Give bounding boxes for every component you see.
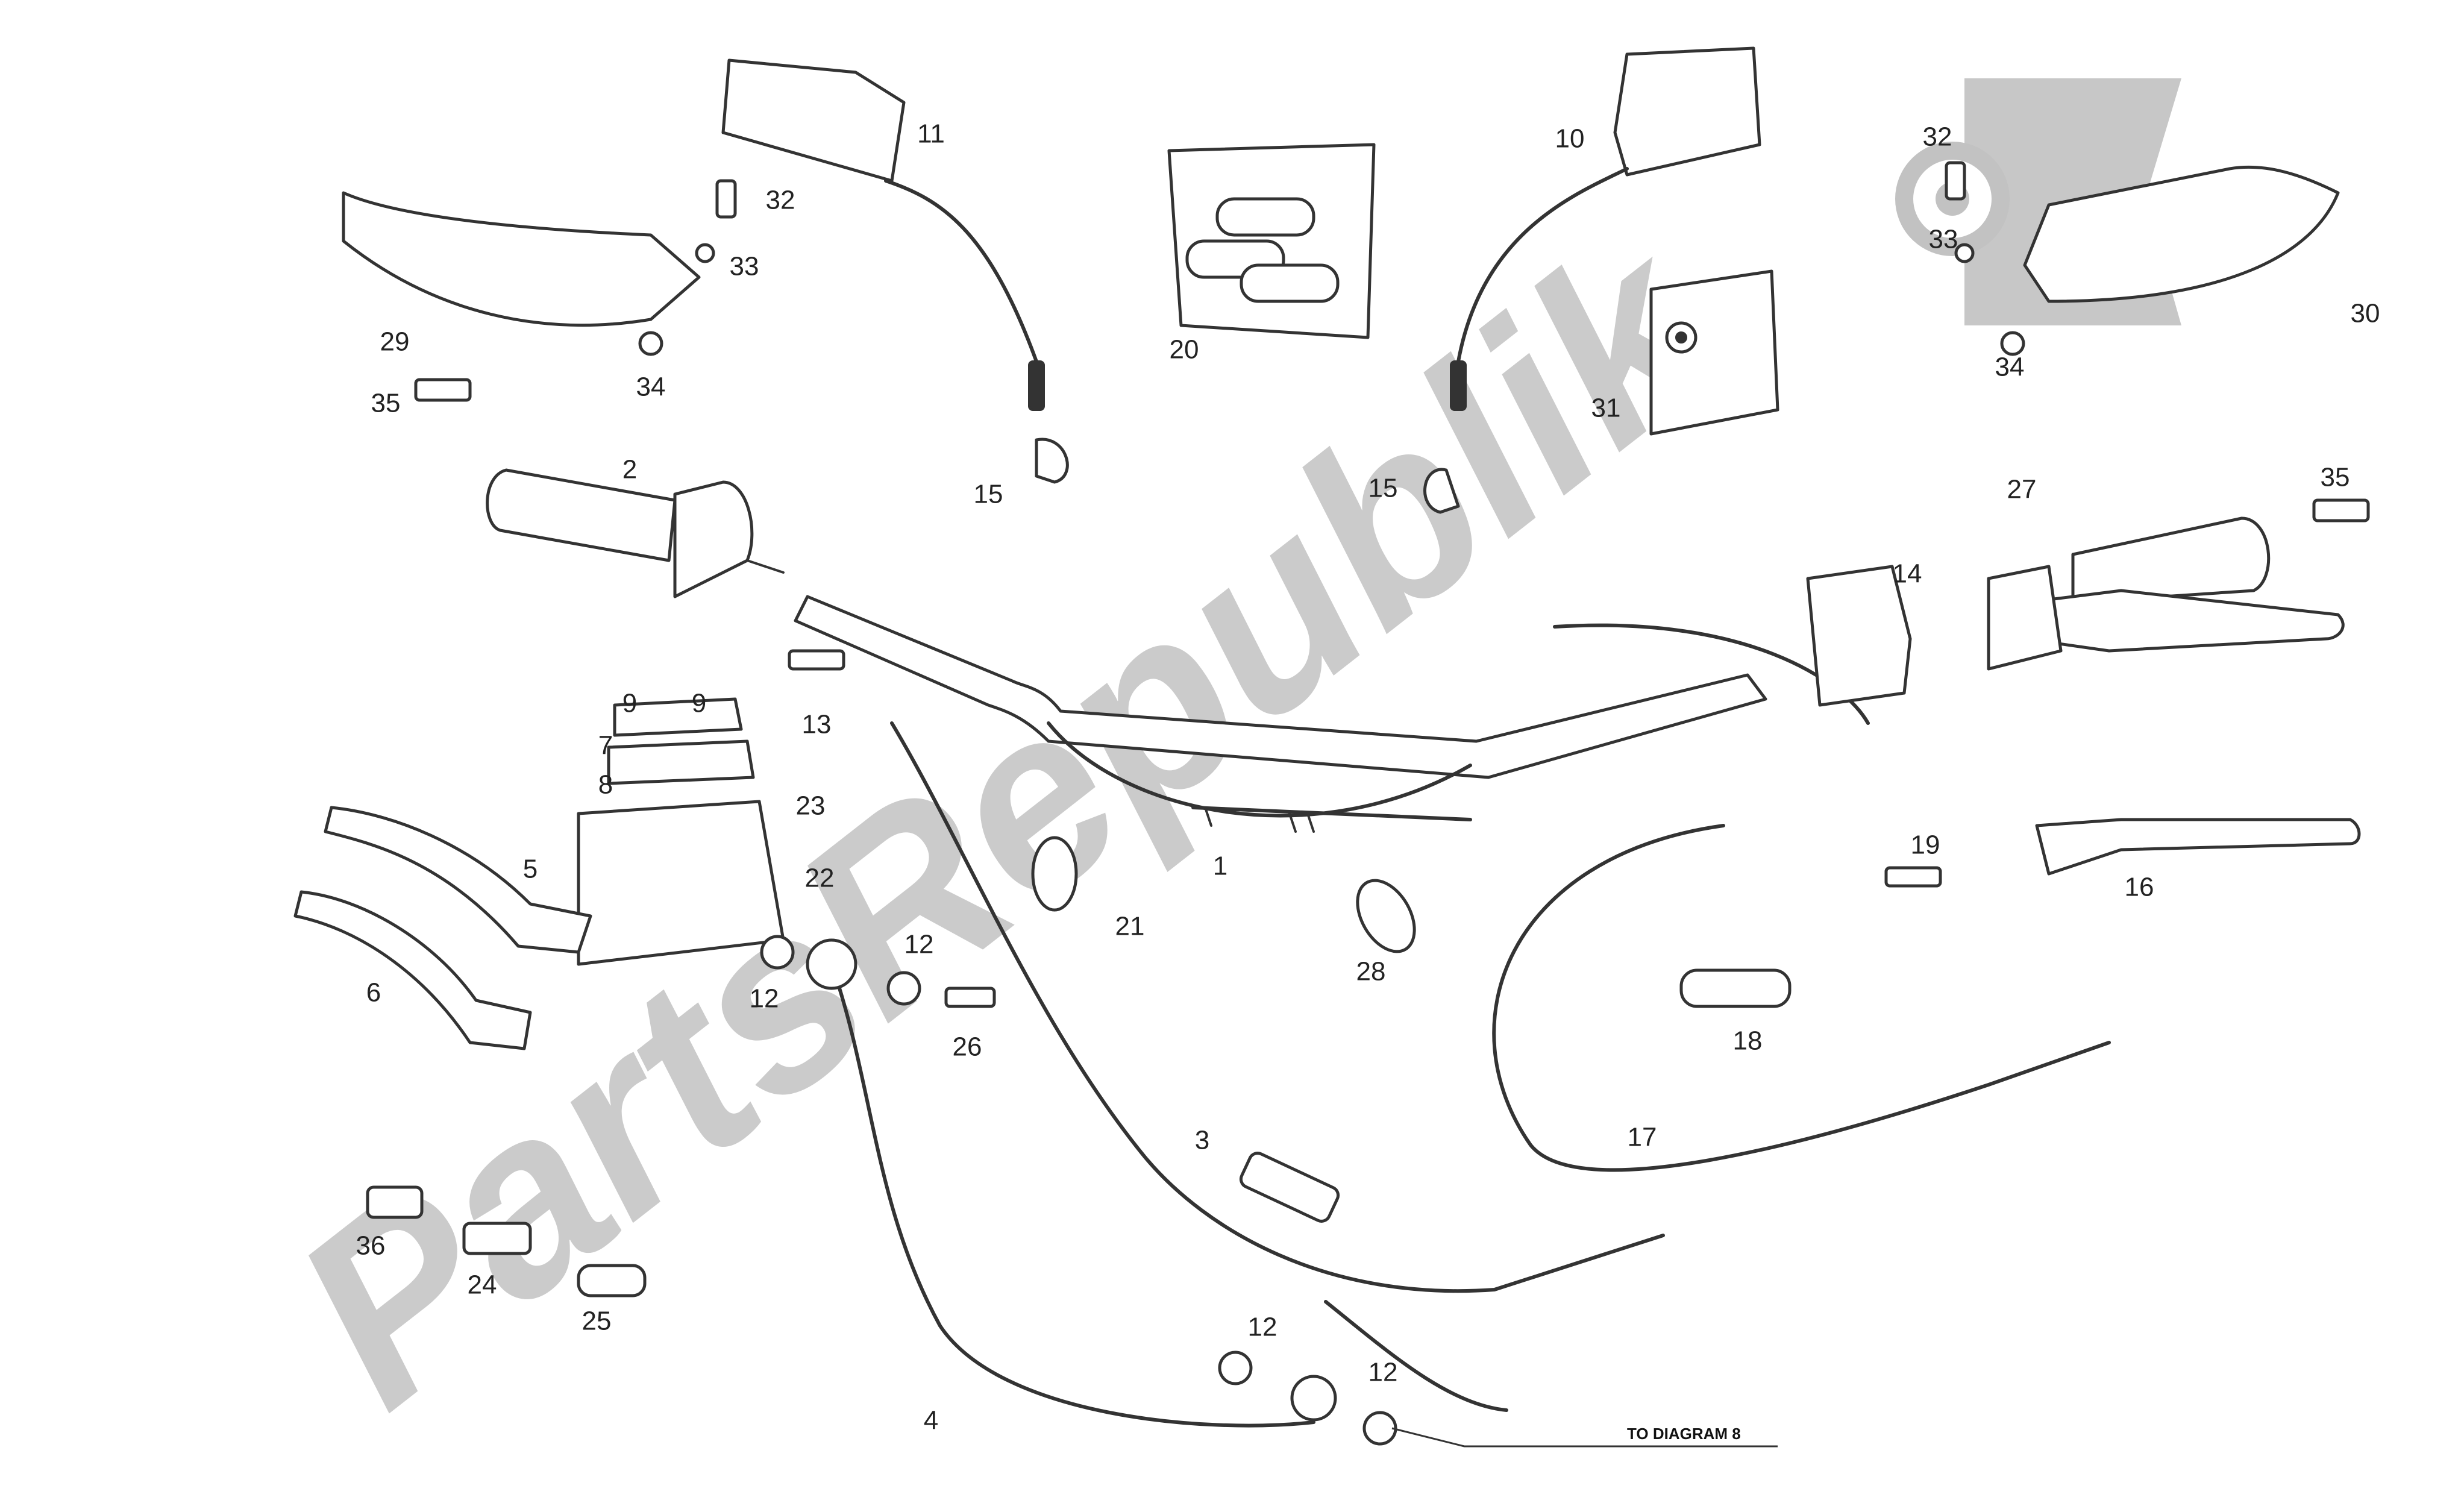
- callout-21: 21: [1115, 912, 1145, 941]
- reference-leader: [1391, 1427, 1778, 1448]
- callout-32b: 32: [1923, 122, 1952, 152]
- part-handlebar: [794, 595, 1870, 833]
- callout-13: 13: [802, 710, 832, 739]
- part-handguard-left: [2023, 165, 2340, 303]
- part-mirror-right: [721, 58, 1045, 411]
- callout-15a: 15: [974, 480, 1003, 509]
- part-throttle-grip: [486, 468, 785, 598]
- callout-1: 1: [1213, 852, 1227, 881]
- callout-34b: 34: [1995, 353, 2025, 382]
- callout-14: 14: [1893, 559, 1922, 589]
- callout-5: 5: [523, 855, 538, 884]
- callout-32a: 32: [766, 186, 795, 215]
- callout-9a: 9: [622, 689, 637, 718]
- callout-28: 28: [1356, 957, 1386, 987]
- callout-12d: 12: [1368, 1358, 1398, 1387]
- part-front-brake-master-cylinder: [324, 697, 785, 966]
- callout-18: 18: [1733, 1026, 1763, 1056]
- callout-31: 31: [1591, 394, 1621, 423]
- callout-36: 36: [356, 1231, 386, 1261]
- callout-19: 19: [1911, 830, 1940, 860]
- part-fasteners: [366, 161, 2370, 1446]
- callout-35b: 35: [2321, 463, 2350, 492]
- callout-12a: 12: [750, 984, 779, 1014]
- callout-23: 23: [796, 791, 826, 821]
- callout-8: 8: [598, 770, 613, 800]
- callout-20: 20: [1170, 335, 1199, 365]
- callout-9b: 9: [692, 689, 706, 718]
- callout-25: 25: [582, 1307, 612, 1336]
- part-cable-tie-28: [1356, 879, 1416, 953]
- callout-26: 26: [953, 1032, 982, 1062]
- callout-12b: 12: [904, 930, 934, 959]
- callout-7: 7: [598, 731, 613, 761]
- callout-33b: 33: [1929, 225, 1958, 254]
- reference-note: TO DIAGRAM 8: [1627, 1425, 1741, 1443]
- callout-6: 6: [366, 978, 381, 1008]
- part-front-brake-lever: [293, 890, 532, 1050]
- part-cable-tie-21: [1031, 836, 1078, 912]
- callout-16: 16: [2125, 873, 2154, 902]
- callout-12c: 12: [1248, 1313, 1277, 1342]
- callout-27: 27: [2007, 475, 2037, 504]
- callout-10: 10: [1555, 124, 1585, 154]
- callout-11: 11: [917, 119, 945, 149]
- callout-2: 2: [622, 455, 637, 485]
- part-clutch-lever-assembly: [1987, 516, 2345, 671]
- watermark-text: PartsRepublik: [245, 180, 1772, 1460]
- callout-17: 17: [1628, 1123, 1657, 1152]
- callout-24: 24: [468, 1270, 497, 1300]
- part-light-switch: [1806, 565, 1912, 707]
- callout-22: 22: [805, 864, 835, 893]
- part-clutch-lever: [2035, 818, 2361, 876]
- callout-33a: 33: [730, 252, 759, 281]
- callout-30: 30: [2351, 299, 2380, 328]
- part-mirror-left: [1450, 46, 1761, 411]
- callout-3: 3: [1195, 1126, 1209, 1155]
- callout-4: 4: [924, 1406, 938, 1435]
- part-grips-bag: [1167, 143, 1376, 339]
- part-throttle-cable: [890, 721, 1665, 1412]
- part-clutch-cable: [1492, 824, 2111, 1172]
- part-small-parts-bag: [1649, 269, 1779, 436]
- callout-15b: 15: [1368, 474, 1398, 503]
- callout-29: 29: [380, 327, 410, 357]
- part-front-brake-hose: [806, 938, 1337, 1428]
- part-handguard-right: [342, 191, 701, 327]
- callout-35a: 35: [371, 389, 401, 418]
- callout-34a: 34: [636, 372, 666, 402]
